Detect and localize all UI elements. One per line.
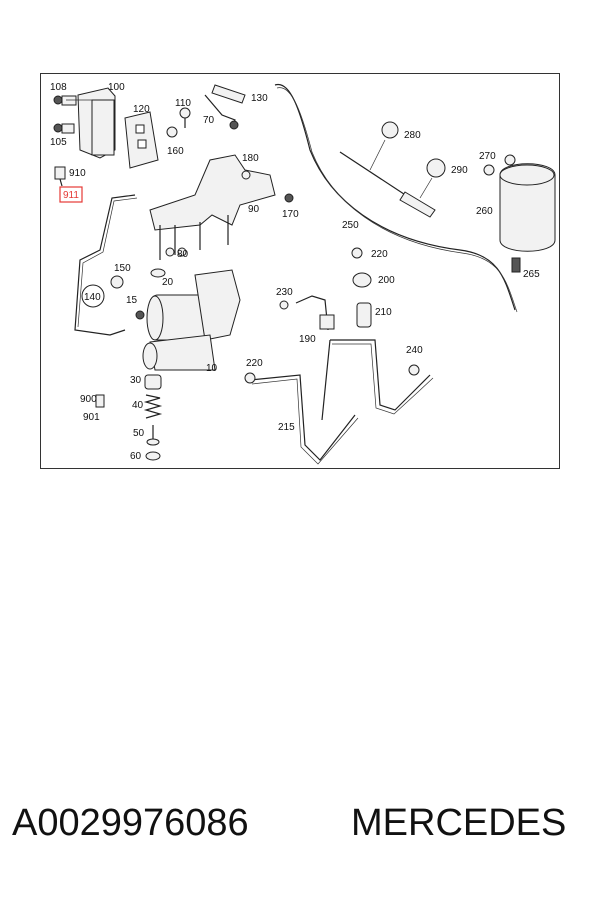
label-210: 210 [375,307,392,318]
label-170: 170 [282,209,299,220]
sensor-200 [351,247,372,328]
clamp-290 [419,158,446,199]
air-line-250 [274,83,516,311]
label-130: 130 [251,93,268,104]
label-911: 911 [63,190,79,201]
label-265: 265 [523,269,540,280]
label-160: 160 [167,146,184,157]
label-140: 140 [84,292,101,303]
mount-130 [204,84,246,130]
brand-name: MERCEDES [351,802,567,844]
label-10: 10 [206,363,218,374]
valve-block-100 [53,87,116,159]
label-290: 290 [451,165,468,176]
label-220-top: 220 [371,249,388,260]
label-60: 60 [130,451,142,462]
label-180: 180 [242,153,259,164]
label-15: 15 [126,295,138,306]
label-80: 80 [177,249,189,260]
label-260: 260 [476,206,493,217]
label-910: 910 [69,168,86,179]
line-140 [74,194,138,336]
label-50: 50 [133,428,145,439]
compressor-10 [135,247,241,371]
label-30: 30 [130,375,142,386]
label-280: 280 [404,130,421,141]
lines-190-240 [244,295,434,465]
label-250: 250 [342,220,359,231]
rod-280 [339,121,436,218]
screw-110 [179,107,191,128]
label-220-bottom: 220 [246,358,263,369]
label-110: 110 [175,98,191,109]
label-215: 215 [278,422,295,433]
bracket-120 [124,111,178,169]
label-240: 240 [406,345,423,356]
label-190: 190 [299,334,316,345]
label-70: 70 [203,115,215,126]
label-900: 900 [80,394,97,405]
footer: A0029976086 MERCEDES [0,802,600,862]
label-901: 901 [83,412,100,423]
label-40: 40 [132,400,144,411]
part-number: A0029976086 [12,802,249,844]
label-90: 90 [248,204,260,215]
label-100: 100 [108,82,125,93]
label-230: 230 [276,287,293,298]
highlight-box-911 [59,186,83,203]
label-108: 108 [50,82,67,93]
air-tank-260 [483,154,556,273]
label-200: 200 [378,275,395,286]
label-20: 20 [162,277,174,288]
parts-30-60 [95,374,163,461]
label-105: 105 [50,137,67,148]
bracket-90 [149,154,294,260]
label-270: 270 [479,151,496,162]
part-910 [54,166,66,187]
label-120: 120 [133,104,150,115]
label-150: 150 [114,263,131,274]
